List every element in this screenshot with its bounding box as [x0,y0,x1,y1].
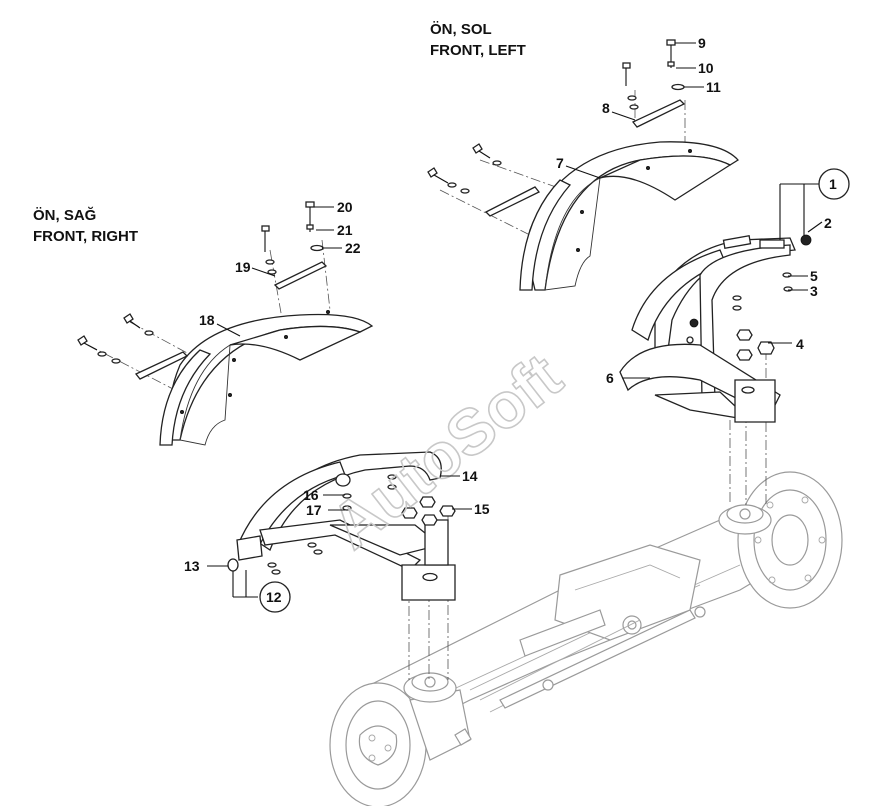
leader-lines [207,42,823,598]
fender-right [77,201,374,446]
fender-bracket-left [619,234,812,423]
callout-22: 22 [345,240,361,256]
fender-left [427,39,740,291]
callout-4: 4 [796,336,804,352]
callout-19: 19 [235,259,251,275]
callout-8: 8 [602,100,610,116]
callout-17: 17 [306,502,322,518]
callout-1-circle [818,168,850,200]
header-right-english: FRONT, RIGHT [33,228,138,245]
callout-11: 11 [706,79,721,95]
callout-5: 5 [810,268,818,284]
callout-12-circle [259,581,291,613]
callout-6: 6 [606,370,614,386]
callout-7: 7 [556,155,564,171]
callout-3: 3 [810,283,818,299]
callout-labels: 1 2 3 4 5 6 7 8 9 10 11 12 13 14 15 16 1… [184,35,837,605]
callout-2: 2 [824,215,832,231]
callout-13: 13 [184,558,200,574]
header-left-turkish: ÖN, SOL [430,21,492,38]
callout-14: 14 [462,468,478,484]
callout-20: 20 [337,199,353,215]
callout-16: 16 [303,487,319,503]
fender-bracket-right [227,451,456,601]
callout-15: 15 [474,501,490,517]
callout-10: 10 [698,60,714,76]
callout-21: 21 [337,222,353,238]
header-left-english: FRONT, LEFT [430,42,526,59]
callout-9: 9 [698,35,706,51]
header-right-turkish: ÖN, SAĞ [33,206,96,224]
callout-1: 1 [829,176,837,192]
callout-18: 18 [199,312,215,328]
front-axle-assembly [329,471,843,806]
callout-12: 12 [266,589,282,605]
